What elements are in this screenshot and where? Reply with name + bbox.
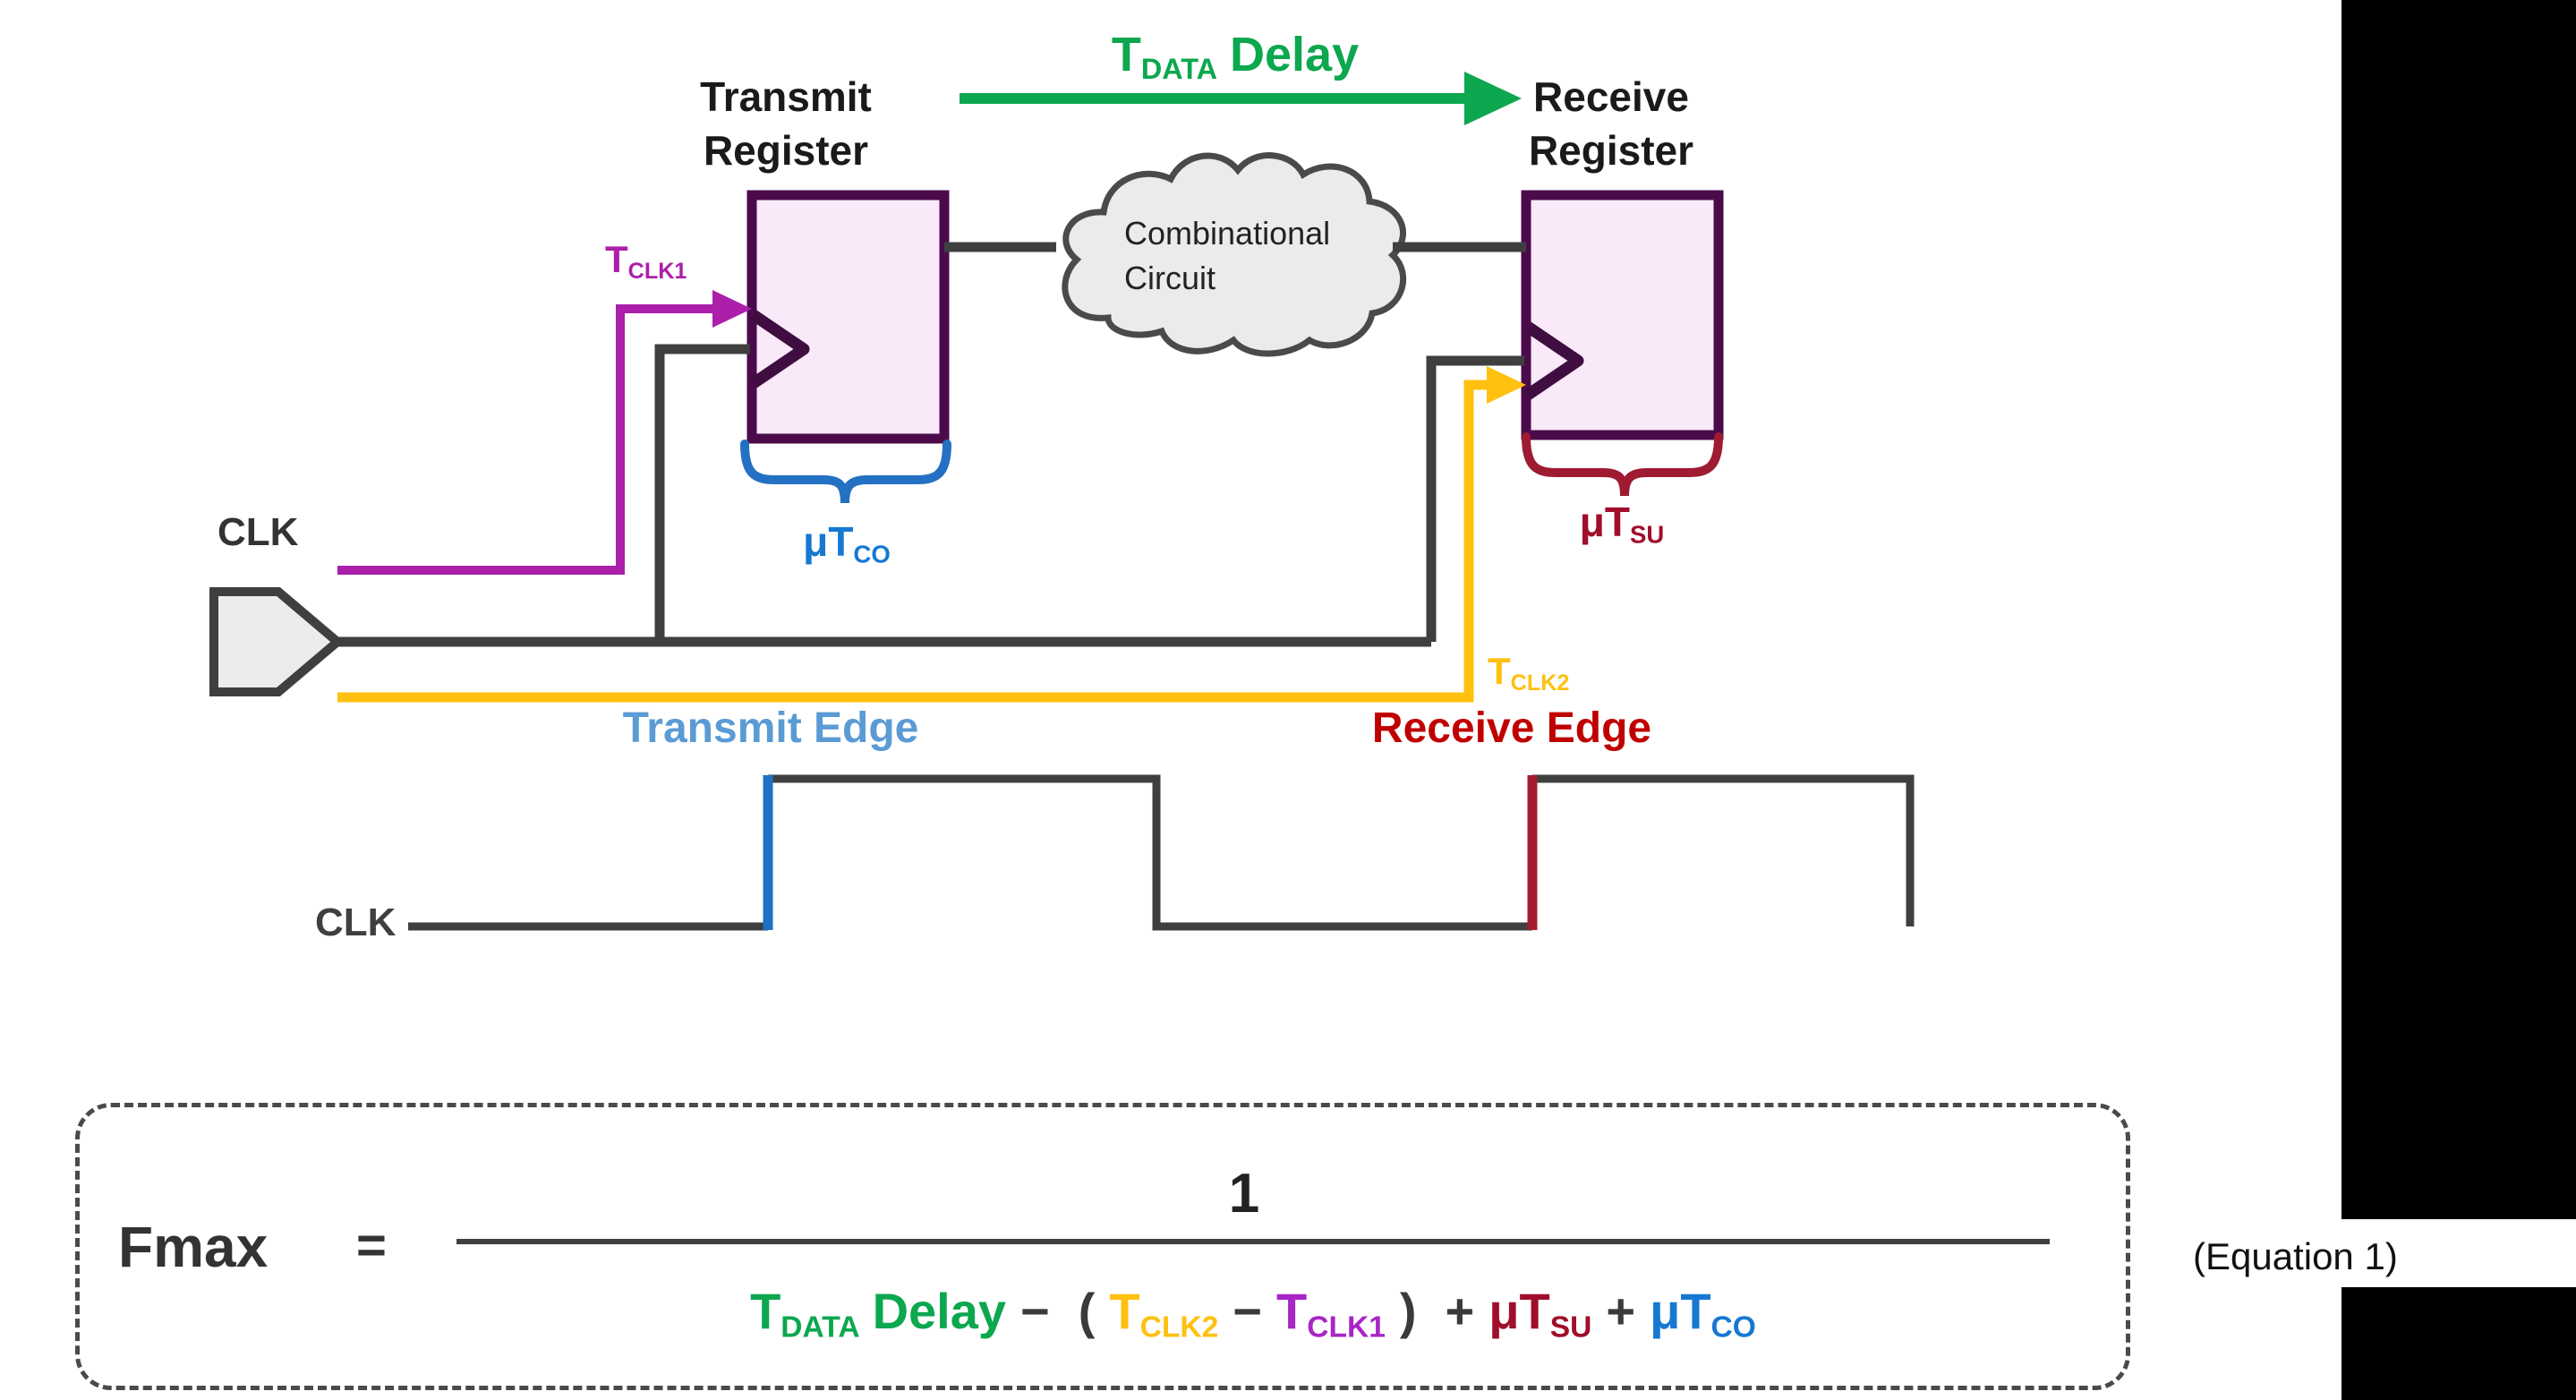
- eq-open-paren: (: [1078, 1283, 1096, 1339]
- equation-caption: (Equation 1): [2193, 1235, 2398, 1277]
- transmit-register-label: Transmit Register: [700, 73, 872, 174]
- transmit-clock-chevron-icon: [750, 310, 810, 388]
- receive-register-box: [1521, 190, 1724, 440]
- caption-strip: [2341, 1219, 2576, 1287]
- combinational-circuit-label: Combinational Circuit: [1124, 215, 1331, 296]
- waveform-clk-label: CLK: [315, 901, 397, 944]
- tclk1-wire-arrow-icon: [337, 290, 752, 575]
- equals-sign: =: [356, 1216, 387, 1275]
- eq-mutsu-term: μTSU: [1488, 1283, 1592, 1345]
- receive-clock-chevron-icon: [1524, 321, 1584, 400]
- right-black-bar: [2341, 0, 2576, 1400]
- mu-tsu-label: μTSU: [1579, 499, 1665, 549]
- eq-close-paren: ): [1399, 1283, 1417, 1339]
- tsu-brace-icon: [1522, 432, 1723, 497]
- clk-source-label: CLK: [218, 510, 299, 554]
- tclk2-label: TCLK2: [1488, 650, 1570, 696]
- eq-tclk2-term: TCLK2: [1109, 1283, 1219, 1345]
- receive-edge-label: Receive Edge: [1371, 704, 1652, 752]
- receive-register-label: Receive Register: [1528, 73, 1694, 174]
- tdata-delay-arrow-icon: [960, 72, 1522, 125]
- transmit-register-box: [746, 190, 950, 444]
- transmit-edge-label: Transmit Edge: [622, 704, 919, 752]
- tclk2-wire-arrow-icon: [337, 366, 1526, 703]
- eq-plus1: +: [1445, 1283, 1475, 1339]
- clk-wire: [337, 344, 1524, 647]
- eq-plus2: +: [1606, 1283, 1636, 1339]
- tclk1-label: TCLK1: [605, 238, 687, 285]
- eq-minus1: −: [1020, 1283, 1050, 1339]
- eq-tclk1-term: TCLK1: [1275, 1283, 1386, 1345]
- fmax-label: Fmax: [118, 1215, 269, 1279]
- clk-waveform: [408, 774, 1915, 931]
- eq-mutco-term: μTCO: [1650, 1283, 1756, 1345]
- numerator: 1: [1228, 1163, 1260, 1225]
- clk-source-icon: [209, 587, 345, 696]
- cloud-shape: [1062, 152, 1407, 357]
- eq-minus2: −: [1233, 1283, 1262, 1339]
- mu-tco-label: μTCO: [803, 518, 891, 568]
- tco-brace-icon: [740, 440, 951, 504]
- equation-box: [75, 1103, 2130, 1390]
- fraction-bar: [456, 1239, 2050, 1244]
